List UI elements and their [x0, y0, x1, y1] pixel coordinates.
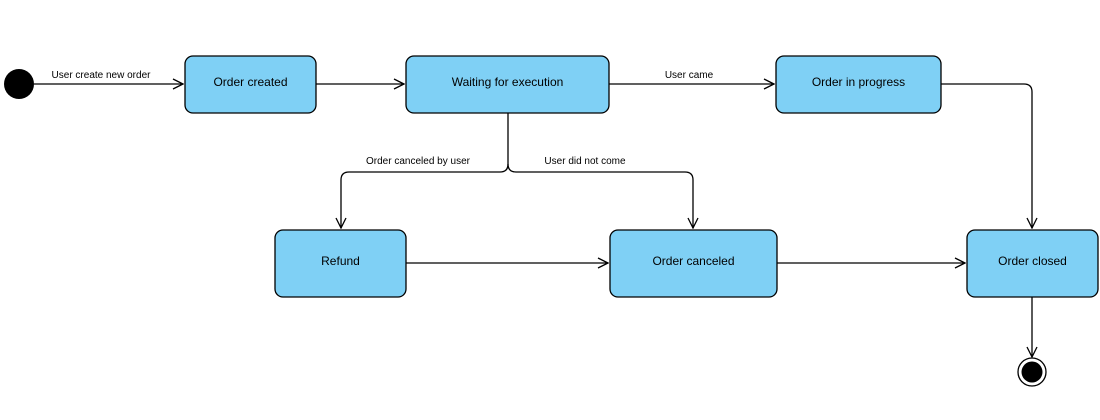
- state-label: Refund: [321, 254, 360, 268]
- state-label: Order closed: [998, 254, 1067, 268]
- state-label: Waiting for execution: [452, 75, 564, 89]
- state-label: Order in progress: [812, 75, 905, 89]
- state-order-in-progress[interactable]: Order in progress: [775, 55, 942, 114]
- state-order-closed[interactable]: Order closed: [966, 229, 1099, 298]
- edge-waiting-to-refund: [341, 113, 509, 228]
- edge-in-progress-to-closed: [941, 83, 1032, 228]
- edge-waiting-to-canceled: [507, 163, 693, 228]
- state-label: Order canceled: [652, 254, 734, 268]
- state-label: Order created: [213, 75, 287, 89]
- initial-node: [4, 69, 34, 99]
- edge-label-user-create-new-order: User create new order: [52, 70, 152, 81]
- edge-label-user-did-not-come: User did not come: [544, 156, 626, 167]
- edge-label-order-canceled-by-user: Order canceled by user: [366, 156, 471, 167]
- state-refund[interactable]: Refund: [274, 229, 407, 298]
- edge-label-user-came: User came: [665, 70, 714, 81]
- state-order-canceled[interactable]: Order canceled: [609, 229, 778, 298]
- state-order-created[interactable]: Order created: [184, 55, 317, 114]
- state-waiting-for-execution[interactable]: Waiting for execution: [405, 55, 610, 114]
- final-node: [1017, 357, 1047, 387]
